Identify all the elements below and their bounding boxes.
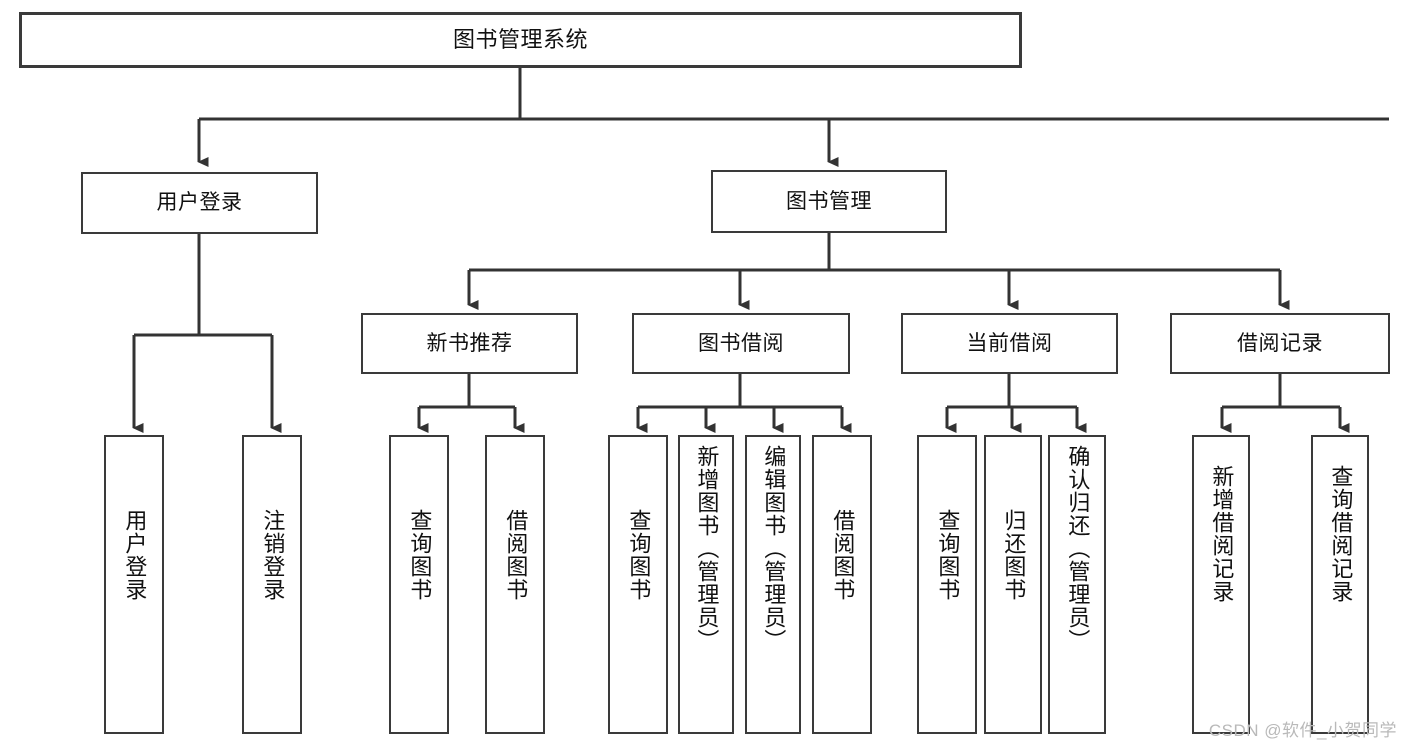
leaf-current-query-book[interactable]: 查询图书 — [917, 435, 977, 734]
leaf-borrow-edit-book-admin[interactable]: 编辑图书（管理员） — [745, 435, 801, 734]
leaf-record-query-record[interactable]: 查询借阅记录 — [1311, 435, 1369, 734]
leaf-borrow-query-book[interactable]: 查询图书 — [608, 435, 668, 734]
node-borrow-record[interactable]: 借阅记录 — [1170, 313, 1390, 374]
leaf-user-login-login[interactable]: 用户登录 — [104, 435, 164, 734]
node-label: 确认归还（管理员） — [1065, 445, 1091, 652]
leaf-current-return-book[interactable]: 归还图书 — [984, 435, 1042, 734]
node-label: 注销登录 — [260, 509, 286, 601]
node-label: 新书推荐 — [426, 331, 513, 355]
node-label: 查询借阅记录 — [1328, 465, 1354, 603]
node-new-book-recommend[interactable]: 新书推荐 — [361, 313, 578, 374]
node-label: 当前借阅 — [966, 331, 1053, 355]
node-label: 用户登录 — [122, 509, 148, 601]
leaf-borrow-add-book-admin[interactable]: 新增图书（管理员） — [678, 435, 734, 734]
node-label: 查询图书 — [407, 509, 433, 601]
node-user-login[interactable]: 用户登录 — [81, 172, 318, 234]
leaf-new-book-borrow-book[interactable]: 借阅图书 — [485, 435, 545, 734]
node-label: 新增图书（管理员） — [694, 445, 720, 652]
leaf-user-login-logout[interactable]: 注销登录 — [242, 435, 302, 734]
node-label: 归还图书 — [1001, 509, 1027, 601]
leaf-new-book-query-book[interactable]: 查询图书 — [389, 435, 449, 734]
node-label: 查询图书 — [626, 509, 652, 601]
node-book-borrow[interactable]: 图书借阅 — [632, 313, 850, 374]
leaf-current-confirm-return-admin[interactable]: 确认归还（管理员） — [1048, 435, 1106, 734]
node-label: 借阅图书 — [830, 509, 856, 601]
leaf-borrow-borrow-book[interactable]: 借阅图书 — [812, 435, 872, 734]
node-root-system[interactable]: 图书管理系统 — [19, 12, 1022, 68]
node-label: 查询图书 — [935, 509, 961, 601]
node-label: 编辑图书（管理员） — [761, 445, 787, 652]
node-label: 借阅记录 — [1237, 331, 1323, 355]
node-label: 图书借阅 — [698, 331, 784, 355]
node-current-borrow[interactable]: 当前借阅 — [901, 313, 1118, 374]
node-label: 图书管理 — [786, 189, 872, 213]
node-book-management[interactable]: 图书管理 — [711, 170, 947, 233]
leaf-record-add-record[interactable]: 新增借阅记录 — [1192, 435, 1250, 734]
node-label: 用户登录 — [156, 191, 243, 215]
node-label: 图书管理系统 — [452, 26, 588, 52]
node-label: 新增借阅记录 — [1209, 465, 1235, 603]
node-label: 借阅图书 — [503, 509, 529, 601]
